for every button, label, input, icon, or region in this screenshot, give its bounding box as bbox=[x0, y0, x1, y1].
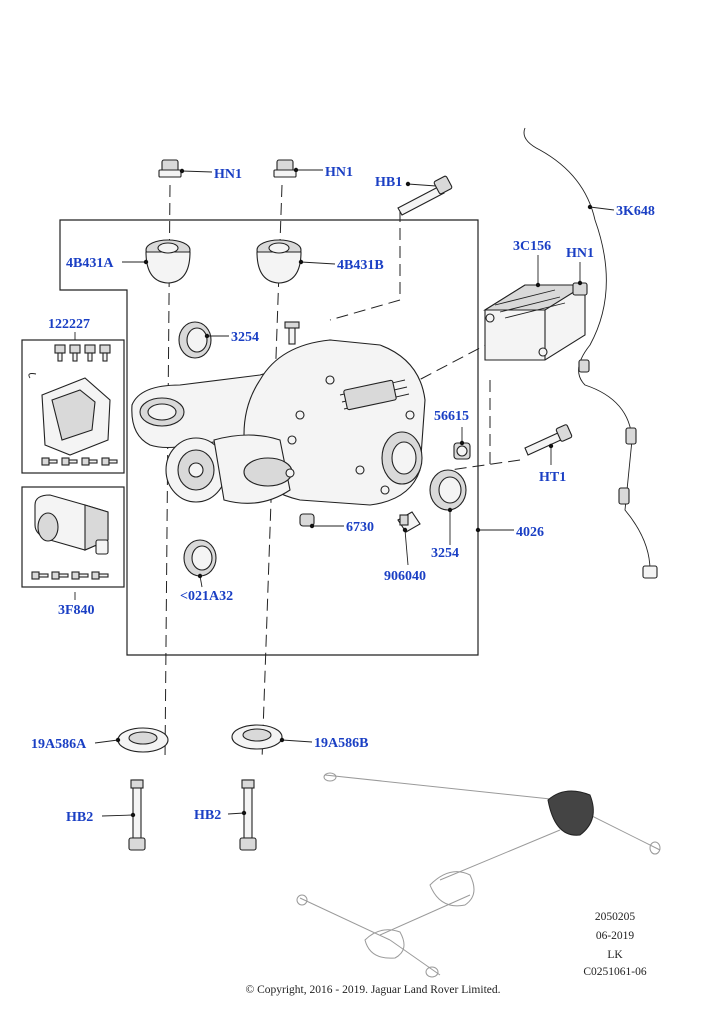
plug-6730 bbox=[299, 513, 315, 527]
label-56615[interactable]: 56615 bbox=[434, 409, 469, 424]
label-906040[interactable]: 906040 bbox=[384, 569, 426, 584]
label-4026[interactable]: 4026 bbox=[516, 525, 544, 540]
inset-122227 bbox=[21, 339, 125, 474]
label-ht1[interactable]: HT1 bbox=[539, 470, 566, 485]
label-3k648[interactable]: 3K648 bbox=[616, 204, 655, 219]
driveline-locator bbox=[296, 772, 661, 978]
harness-clip-b bbox=[618, 487, 630, 505]
label-19a586a[interactable]: 19A586A bbox=[31, 737, 87, 752]
illustration-date: 06-2019 bbox=[596, 930, 635, 942]
label-hn1-right[interactable]: HN1 bbox=[566, 246, 594, 261]
label-hb2-right[interactable]: HB2 bbox=[194, 808, 221, 823]
bushing-4b431a bbox=[145, 239, 191, 284]
illustration-metadata: 2050205 06-2019 LK C0251061-06 © Copyrig… bbox=[246, 911, 647, 996]
label-3c156[interactable]: 3C156 bbox=[513, 239, 551, 254]
plug-56615 bbox=[453, 442, 471, 460]
label-021a32[interactable]: <021A32 bbox=[180, 589, 233, 604]
nut-hn1-center bbox=[273, 159, 297, 178]
module-3c156 bbox=[483, 284, 587, 361]
label-3f840[interactable]: 3F840 bbox=[58, 603, 95, 618]
bushing-4b431b bbox=[256, 239, 302, 284]
harness-connector bbox=[642, 565, 658, 579]
seal-3254-top bbox=[178, 321, 212, 359]
label-3254-bottom[interactable]: 3254 bbox=[431, 546, 459, 561]
illustration-code: 2050205 bbox=[595, 911, 636, 923]
differential-housing bbox=[131, 321, 426, 506]
nut-hn1-left bbox=[158, 159, 182, 178]
seal-3254-bottom bbox=[429, 469, 467, 511]
part-labels: HN1 HN1 HB1 3K648 4B431A 4B431B 3C156 HN… bbox=[31, 165, 655, 825]
bolt-hb2-right bbox=[239, 779, 257, 851]
leader-dots bbox=[115, 167, 593, 818]
sensor-906040 bbox=[397, 511, 421, 533]
label-hn1-left[interactable]: HN1 bbox=[214, 167, 242, 182]
bolts-row-top bbox=[54, 344, 111, 362]
washer-19a586a bbox=[117, 727, 169, 753]
bolt-hb2-left bbox=[128, 779, 146, 851]
seal-021a32 bbox=[183, 539, 217, 577]
inset-3f840 bbox=[21, 486, 125, 588]
bolts-row-bottom bbox=[41, 457, 118, 466]
bolt-hb1 bbox=[397, 175, 453, 216]
harness-clip-a bbox=[625, 427, 637, 445]
label-hb2-left[interactable]: HB2 bbox=[66, 810, 93, 825]
copyright-notice: © Copyright, 2016 - 2019. Jaguar Land Ro… bbox=[246, 984, 501, 996]
illustration-ref: C0251061-06 bbox=[583, 966, 647, 978]
leader-lines bbox=[74, 169, 615, 817]
harness-clip-c bbox=[578, 359, 590, 373]
label-3254-top[interactable]: 3254 bbox=[231, 330, 259, 345]
stud-ht1 bbox=[524, 424, 573, 456]
label-6730[interactable]: 6730 bbox=[346, 520, 374, 535]
label-hb1[interactable]: HB1 bbox=[375, 175, 402, 190]
label-4b431a[interactable]: 4B431A bbox=[66, 256, 114, 271]
illustration-author: LK bbox=[607, 949, 623, 961]
screws-row bbox=[31, 571, 109, 580]
assembly-frame bbox=[59, 219, 479, 656]
label-4b431b[interactable]: 4B431B bbox=[337, 258, 384, 273]
label-hn1-center[interactable]: HN1 bbox=[325, 165, 353, 180]
label-122227[interactable]: 122227 bbox=[48, 317, 90, 332]
label-19a586b[interactable]: 19A586B bbox=[314, 736, 368, 751]
washer-19a586b bbox=[231, 724, 283, 750]
